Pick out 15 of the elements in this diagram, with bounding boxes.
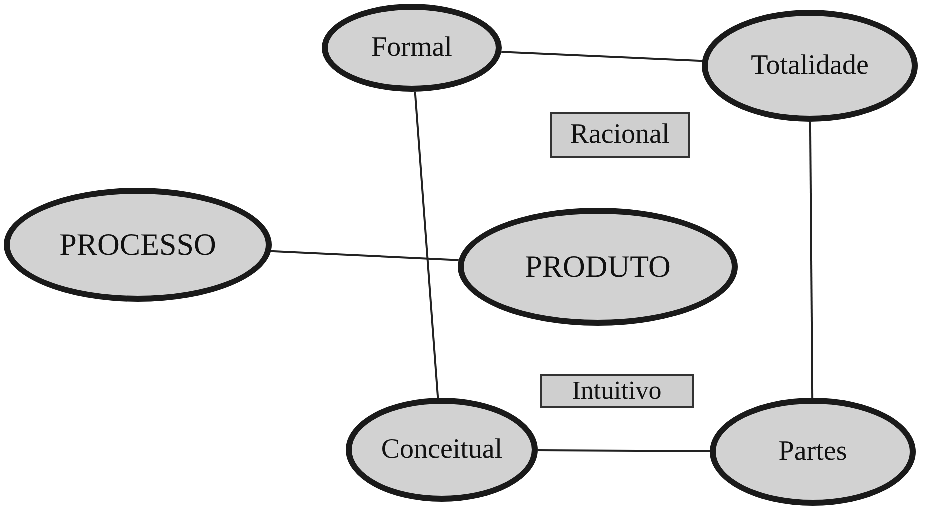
category-box: [540, 374, 694, 408]
node-label: Conceitual: [381, 434, 503, 466]
node-label: Formal: [372, 32, 452, 64]
category-box: [550, 112, 690, 158]
connector-line: [502, 51, 702, 62]
connector-line: [271, 250, 459, 262]
node-label: Intuitivo: [572, 376, 662, 406]
node-label: Racional: [570, 119, 670, 151]
connector-line: [809, 122, 814, 398]
node-label: PROCESSO: [60, 227, 216, 263]
node-label: Totalidade: [751, 50, 869, 82]
node-label: Partes: [778, 436, 848, 468]
node-label: PRODUTO: [525, 249, 671, 285]
connector-line: [414, 92, 440, 398]
connector-line: [538, 450, 710, 452]
